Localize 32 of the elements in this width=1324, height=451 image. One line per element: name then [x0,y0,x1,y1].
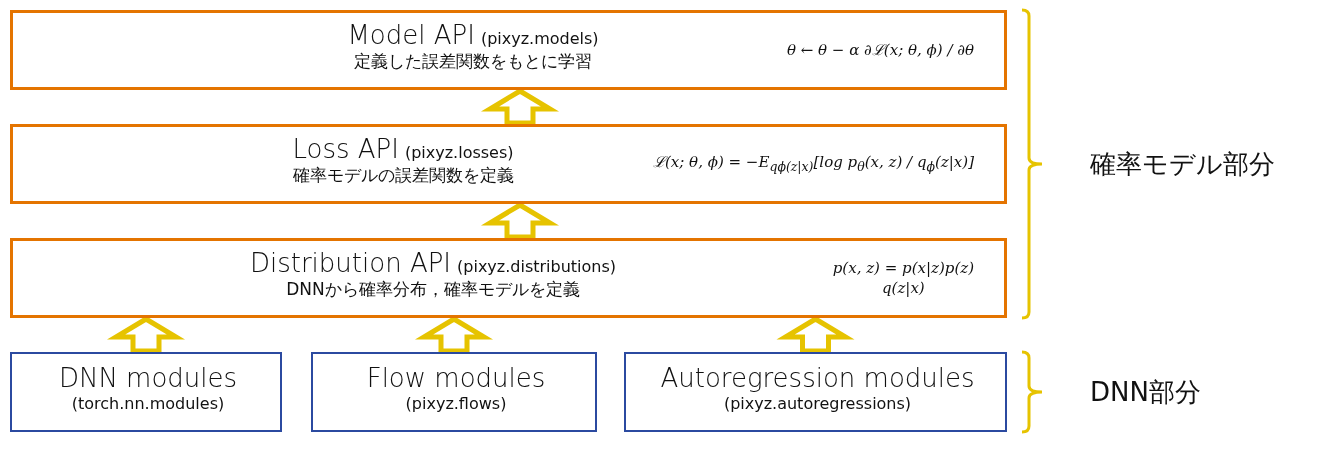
formula: q(z|x) [882,278,925,299]
module-path: (torch.nn.modules) [71,393,225,414]
formula: θ ← θ − α ∂ℒ(x; θ, ϕ) / ∂θ [786,39,974,61]
module-box [10,352,282,432]
module-path: (pixyz.autoregressions) [723,393,912,414]
module-path: (pixyz.models) [480,29,599,49]
module-path: (pixyz.flows) [405,393,507,414]
layer-title: Autoregression modules [660,364,975,394]
layer-description: 確率モデルの誤差関数を定義 [292,164,514,186]
layer-title: Loss API [292,135,399,165]
formula: ℒ(x; θ, ϕ) = −E$_{qϕ(z|x)}$[log p$_{θ}$(x, z) / q$_{ϕ}$(z|x)] [652,152,974,176]
api-layer-box [10,124,1007,204]
layer-description: 定義した誤差関数をもとに学習 [354,50,592,72]
hollow-block-arrow [480,88,560,126]
hollow-block-arrow [776,316,855,354]
formula: p(x, z) = p(x|z)p(z) [832,257,974,278]
module-box [624,352,1007,432]
hollow-block-arrow [414,316,494,354]
module-path: (pixyz.distributions) [457,257,617,277]
layer-title: Model API [347,21,475,51]
group-label: 確率モデル部分 [1090,147,1275,181]
module-box [311,352,597,432]
hollow-block-arrow [106,316,186,354]
layer-title: Flow modules [366,364,546,394]
layer-description: DNNから確率分布，確率モデルを定義 [286,278,580,300]
group-label: DNN部分 [1090,375,1201,409]
layer-title: Distribution API [249,249,452,279]
layer-title: DNN modules [58,364,238,394]
api-layer-box [10,10,1007,90]
module-path: (pixyz.losses) [404,143,514,163]
hollow-block-arrow [480,202,560,240]
api-layer-box [10,238,1007,318]
